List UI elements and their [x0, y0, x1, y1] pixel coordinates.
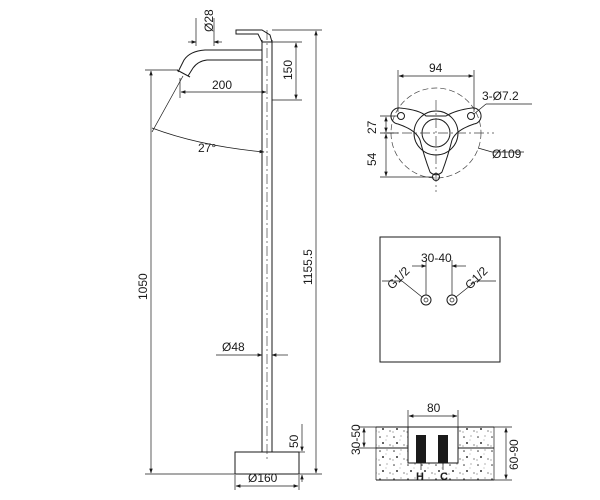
dim-total-height: 1155.5 — [301, 249, 315, 285]
dim-section-width: 80 — [427, 401, 441, 415]
dim-connection-spacing: 30-40 — [421, 251, 452, 265]
dim-spout-reach: 200 — [212, 78, 232, 92]
dim-base-height: 50 — [287, 434, 301, 448]
dim-spout-diameter: Ø28 — [202, 9, 216, 32]
dim-angle: 27° — [198, 141, 216, 155]
dim-flange-offset-lower: 54 — [365, 152, 379, 166]
dim-tube-diameter: Ø48 — [222, 340, 245, 354]
dim-section-depth-right: 60-90 — [507, 439, 521, 470]
dim-spout-height: 150 — [281, 60, 295, 80]
flange-top-view: 94 3-Ø7.2 27 54 Ø109 — [365, 61, 532, 192]
dim-section-depth-left: 30-50 — [349, 424, 363, 455]
dim-flange-circle: Ø109 — [492, 147, 522, 161]
dim-outlet-height: 1050 — [136, 273, 150, 300]
dim-base-diameter: Ø160 — [248, 471, 278, 485]
floor-section-view: H C 80 30-50 60-90 — [349, 401, 521, 483]
label-connection-left: G1/2 — [384, 264, 413, 293]
dim-flange-width: 94 — [429, 61, 443, 75]
dim-flange-holes: 3-Ø7.2 — [482, 89, 519, 103]
label-connection-right: G1/2 — [462, 264, 491, 293]
label-hot: H — [416, 471, 424, 483]
faucet-side-view: Ø28 150 200 1155.5 1050 27° Ø48 50 — [136, 9, 322, 490]
dim-flange-offset-upper: 27 — [365, 120, 379, 134]
label-cold: C — [440, 471, 448, 483]
connection-plate-view: 30-40 G1/2 G1/2 — [379, 236, 501, 363]
